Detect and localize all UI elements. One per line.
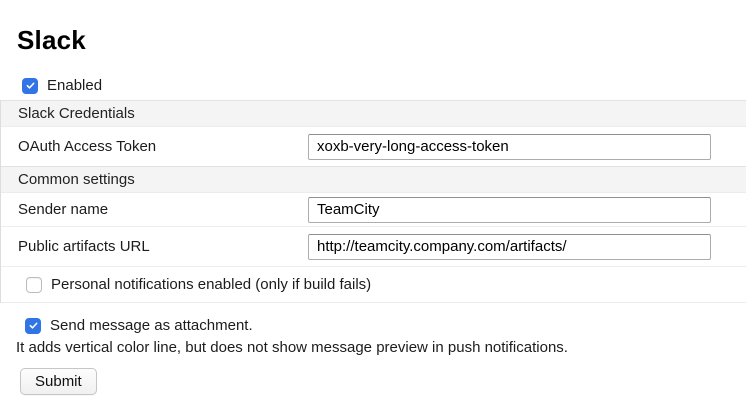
artifacts-url-label: Public artifacts URL: [18, 238, 150, 255]
settings-table: Slack Credentials OAuth Access Token Com…: [0, 100, 746, 303]
send-attachment-row: Send message as attachment.: [25, 317, 746, 334]
send-attachment-label[interactable]: Send message as attachment.: [50, 317, 253, 334]
sender-name-row: Sender name: [1, 193, 746, 227]
checkmark-icon: [29, 322, 37, 329]
personal-notifications-checkbox[interactable]: [26, 276, 42, 293]
artifacts-url-input[interactable]: [308, 233, 711, 260]
sender-name-input[interactable]: [308, 196, 711, 223]
oauth-token-input[interactable]: [308, 133, 711, 160]
oauth-token-row: OAuth Access Token: [1, 127, 746, 166]
artifacts-url-row: Public artifacts URL: [1, 227, 746, 267]
personal-notifications-label[interactable]: Personal notifications enabled (only if …: [51, 276, 372, 293]
section-heading-text: Common settings: [18, 171, 135, 188]
oauth-token-label: OAuth Access Token: [18, 138, 157, 155]
section-header-common-settings: Common settings: [1, 166, 746, 193]
attachment-description: It adds vertical color line, but does no…: [16, 339, 568, 356]
enabled-checkbox[interactable]: [22, 77, 38, 94]
enabled-checkbox-row: Enabled: [22, 77, 746, 94]
section-heading-text: Slack Credentials: [18, 105, 135, 122]
sender-name-label: Sender name: [18, 201, 109, 218]
page-title: Slack: [17, 25, 86, 55]
section-header-slack-credentials: Slack Credentials: [1, 100, 746, 127]
send-attachment-checkbox[interactable]: [25, 317, 41, 334]
slack-settings-page: Slack Enabled Slack Credentials OAuth Ac…: [0, 26, 746, 395]
personal-notifications-row: Personal notifications enabled (only if …: [1, 267, 746, 303]
checkmark-icon: [26, 82, 34, 89]
submit-button[interactable]: Submit: [20, 368, 97, 395]
enabled-checkbox-label[interactable]: Enabled: [47, 77, 103, 94]
